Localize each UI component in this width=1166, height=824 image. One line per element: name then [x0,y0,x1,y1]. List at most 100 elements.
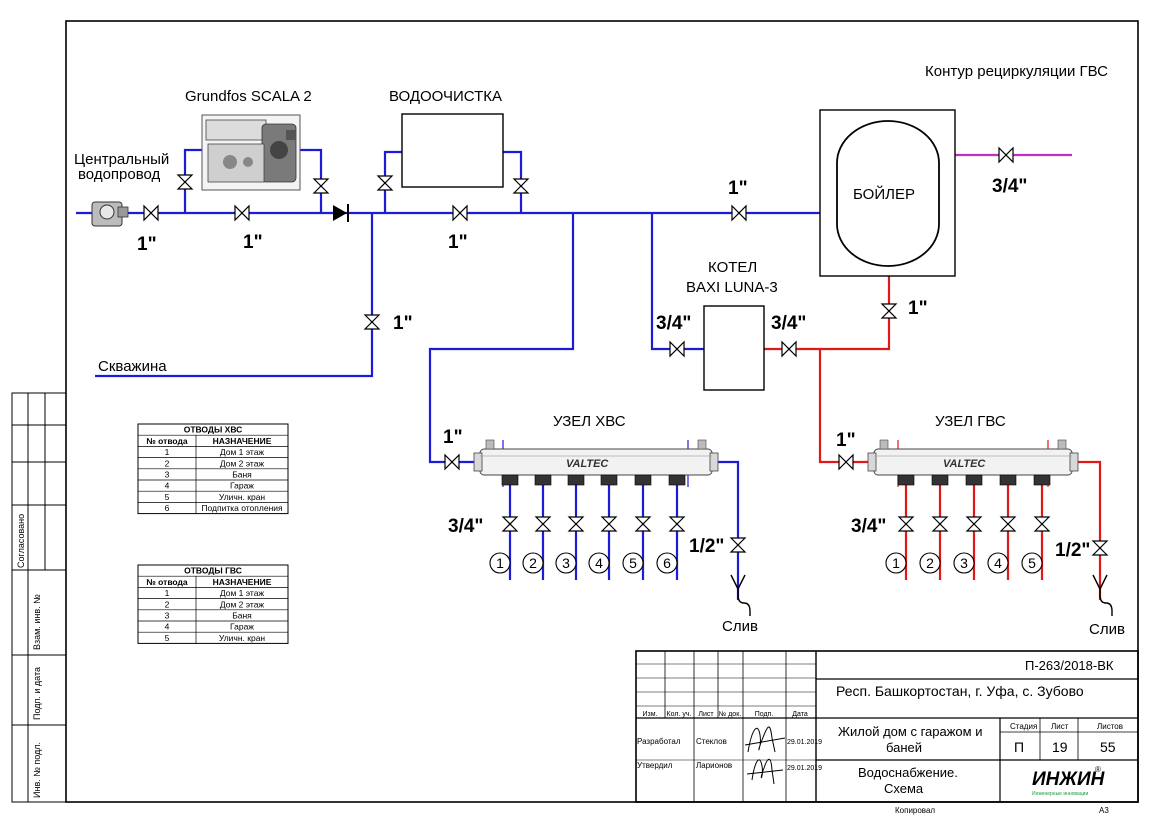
valve-icon [838,453,854,471]
size-label-boiler-in: 1" [728,178,748,199]
valve-icon [312,178,330,194]
table-cell: 4 [165,481,170,491]
valve-icon [1091,540,1109,556]
cold-manifold: VALTEC [473,439,719,486]
size-label-kotel-out: 3/4" [771,313,806,334]
hot-node-label: УЗЕЛ ГВС [935,413,1006,430]
gas-boiler-unit [703,305,765,391]
outlet-number-label: 4 [595,555,603,571]
table-header: НАЗНАЧЕНИЕ [213,577,272,587]
table-cell: Уличн. кран [219,492,266,502]
boiler-tank-label: БОЙЛЕР [853,185,915,203]
sheet-value: 19 [1052,739,1068,755]
well-label: Скважина [98,358,167,375]
size-label-boiler-out: 1" [908,298,928,319]
logo-subtitle: Инженерные инновации [1032,791,1088,797]
valve-icon [452,204,468,222]
outlet-number-label: 3 [562,555,570,571]
table-cell: 3 [165,470,170,480]
hot-outlet-numbers: 1 2 3 4 5 [885,552,1043,574]
outlet-number-label: 5 [1028,555,1036,571]
outlet-number: 6 [656,552,678,574]
outlet-number-label: 2 [529,555,537,571]
table-cell: Гараж [230,481,254,491]
outlet-number: 4 [987,552,1009,574]
valve-icon [668,516,686,532]
table-title: ОТВОДЫ ГВС [184,566,242,576]
table-header: НАЗНАЧЕНИЕ [213,436,272,446]
table-cell: Баня [232,611,252,621]
stamp-agreed: Согласовано [16,514,26,568]
kotel-label-1: КОТЕЛ [708,259,757,276]
manifold-brand-label: VALTEC [566,458,609,470]
sheets-label: Листов [1097,722,1123,731]
sheet-title-2: Схема [884,781,924,796]
copied-label: Копировал [895,806,935,815]
outlet-number-label: 3 [960,555,968,571]
valve-icon [729,537,747,553]
outlet-number-label: 5 [629,555,637,571]
valve-icon [512,178,530,194]
table-cell: Дом 2 этаж [220,599,265,609]
developed-label: Разработал [637,737,681,746]
sheets-value: 55 [1100,739,1116,755]
boiler-tank [819,109,956,277]
table-cell: Гараж [230,622,254,632]
outlet-number: 2 [522,552,544,574]
drain-hot-icon [1092,574,1113,616]
developed-date: 29.01.2019 [787,739,822,746]
valve-icon [534,516,552,532]
stamp-inv-original: Инв. № подл. [32,742,42,798]
valve-icon [376,175,394,191]
table-cell: Дом 1 этаж [220,447,265,457]
size-label-recirc: 3/4" [992,176,1027,197]
size-label-cold-drain: 1/2" [689,536,724,557]
object-title-2: баней [886,740,922,755]
outlet-number-label: 4 [994,555,1002,571]
valve-icon [143,204,159,222]
table-cell: 5 [165,492,170,502]
size-label-kotel-in: 3/4" [656,313,691,334]
outlet-number-label: 2 [926,555,934,571]
water-filter-unit [401,113,504,188]
water-meter-icon [91,201,129,227]
outlet-number: 1 [885,552,907,574]
kotel-label-2: BAXI LUNA-3 [686,279,778,296]
hot-manifold: VALTEC [867,439,1079,486]
side-stamp [11,392,67,803]
company-logo: ИНЖИН [1032,769,1106,790]
pump-icon [201,114,301,191]
size-label-hot-node: 1" [836,430,856,451]
title-block-header-cell: Изм. [643,711,658,718]
size-label-meter: 1" [137,234,157,255]
valve-icon [1033,516,1051,532]
table-cell: Баня [232,470,252,480]
valve-icon [931,516,949,532]
size-label-cold-node: 1" [443,427,463,448]
logo-registered-mark: ® [1095,765,1101,774]
stage-label: Стадия [1010,722,1037,731]
outlet-number: 4 [588,552,610,574]
outlet-number: 2 [919,552,941,574]
title-block-header-cell: Лист [698,711,714,718]
drain-cold-icon [730,574,751,616]
table-cell: Подпитка отопления [201,503,283,513]
developed-name: Стеклов [696,737,727,746]
stage-value: П [1014,739,1024,755]
table-cell: 1 [165,447,170,457]
valve-icon [669,340,685,358]
table-cell: 2 [165,458,170,468]
valve-icon [731,204,747,222]
valve-icon [363,314,381,330]
check-valve [333,204,349,222]
outlet-number-label: 6 [663,555,671,571]
doc-address: Респ. Башкортостан, г. Уфа, с. Зубово [836,683,1084,699]
stamp-sign-date: Подп. и дата [32,667,42,720]
recirc-label: Контур рециркуляции ГВС [925,63,1108,80]
sheet-title-1: Водоснабжение. [858,765,958,780]
size-label-hot-drain: 1/2" [1055,540,1090,561]
approved-name: Ларионов [696,761,732,770]
title-block-header-cell: Кол. уч. [667,711,692,718]
hot-drain-label: Слив [1089,621,1125,638]
